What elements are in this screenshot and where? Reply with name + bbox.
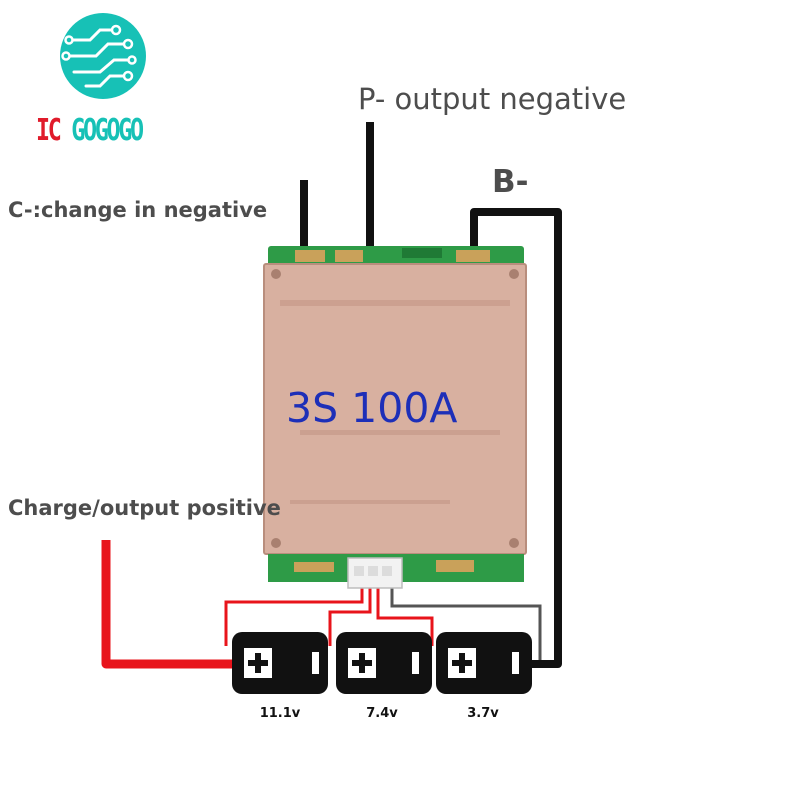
- label-c-minus: C-:change in negative: [8, 198, 268, 222]
- label-p-minus: P- output negative: [358, 82, 627, 116]
- label-positive: Charge/output positive: [8, 496, 281, 520]
- positive-wire: [101, 540, 236, 669]
- battery-cell-3: [436, 632, 532, 694]
- brand-ic-text: IC: [36, 113, 72, 148]
- ic-gogogo-circuit-logo: [60, 13, 146, 99]
- battery-cell-2: [336, 632, 432, 694]
- label-b-minus: B-: [492, 164, 529, 200]
- balance-wires: [224, 586, 542, 660]
- negative-wires: [300, 122, 562, 668]
- bms-board: [263, 246, 527, 589]
- battery-voltage-2: 7.4v: [366, 706, 398, 721]
- brand-wordmark: IC GOGOGO: [36, 113, 144, 148]
- battery-voltage-3: 3.7v: [467, 706, 499, 721]
- battery-voltage-1: 11.1v: [259, 706, 301, 721]
- brand-gogogo-text: GOGOGO: [71, 113, 144, 148]
- battery-cell-1: [232, 632, 328, 694]
- board-title: 3S 100A: [286, 384, 458, 432]
